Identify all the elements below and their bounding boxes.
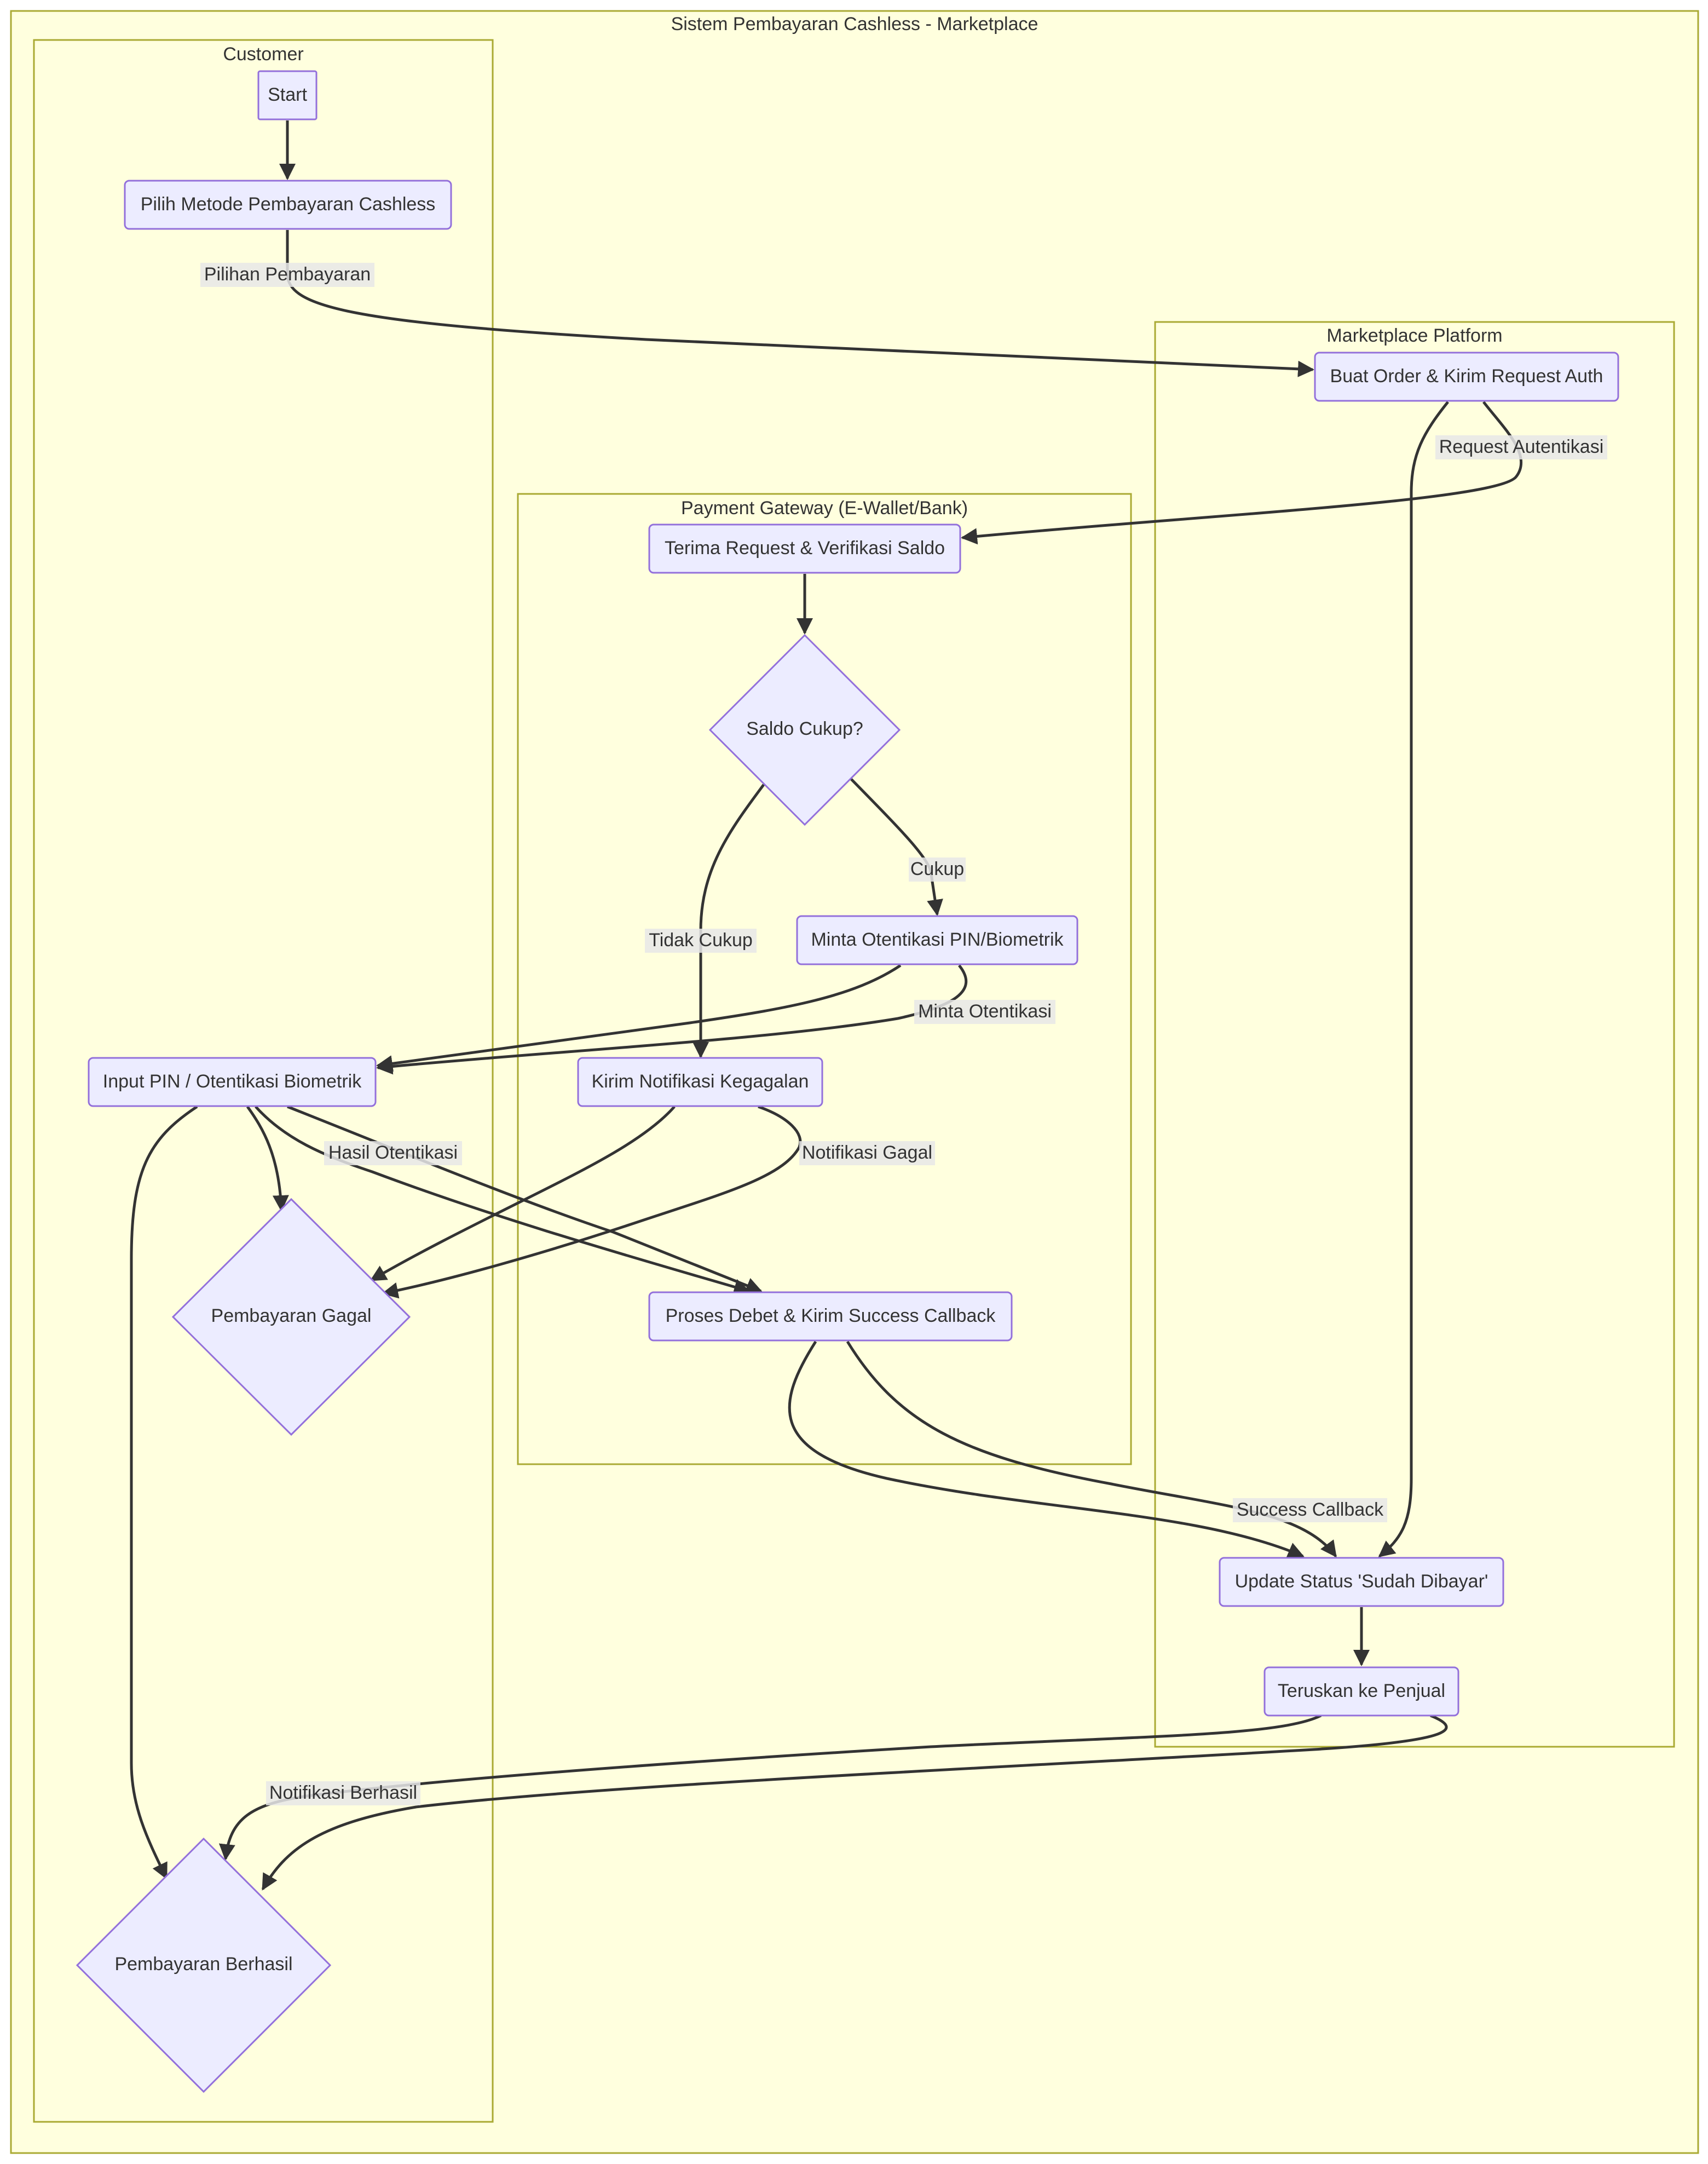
svg-text:Pilihan Pembayaran: Pilihan Pembayaran (204, 264, 371, 285)
svg-text:Terima Request & Verifikasi Sa: Terima Request & Verifikasi Saldo (665, 538, 945, 559)
svg-text:Tidak Cukup: Tidak Cukup (649, 930, 753, 951)
svg-text:Proses Debet & Kirim Success C: Proses Debet & Kirim Success Callback (666, 1305, 996, 1326)
svg-text:Request Autentikasi: Request Autentikasi (1439, 436, 1604, 457)
svg-text:Pembayaran Gagal: Pembayaran Gagal (211, 1305, 372, 1326)
edge-label-success: Success Callback (1233, 1498, 1387, 1522)
node-pilih-metode: Pilih Metode Pembayaran Cashless (124, 180, 452, 230)
edge-kirimnotif-gagal-labeled (382, 1105, 802, 1299)
svg-text:Cukup: Cukup (910, 859, 964, 879)
node-input-pin: Input PIN / Otentikasi Biometrik (88, 1057, 377, 1107)
edge-buatorder-update (1378, 401, 1449, 1557)
node-minta-otentikasi: Minta Otentikasi PIN/Biometrik (796, 915, 1078, 965)
svg-text:Start: Start (268, 84, 307, 105)
svg-text:Hasil Otentikasi: Hasil Otentikasi (328, 1142, 458, 1163)
edge-saldo-kirimnotif (693, 784, 765, 1058)
svg-text:Minta Otentikasi: Minta Otentikasi (918, 1001, 1052, 1022)
edge-label-pilihan: Pilihan Pembayaran (200, 263, 374, 287)
node-pembayaran-berhasil: Pembayaran Berhasil (76, 1837, 332, 2093)
edge-label-request: Request Autentikasi (1435, 435, 1607, 459)
node-kirim-notifikasi: Kirim Notifikasi Kegagalan (577, 1057, 823, 1107)
node-buat-order: Buat Order & Kirim Request Auth (1314, 352, 1619, 402)
edge-label-notif-gagal: Notifikasi Gagal (799, 1141, 935, 1165)
edge-label-minta-otentikasi: Minta Otentikasi (914, 1000, 1055, 1024)
svg-text:Notifikasi Berhasil: Notifikasi Berhasil (269, 1782, 417, 1803)
svg-text:Kirim Notifikasi Kegagalan: Kirim Notifikasi Kegagalan (592, 1071, 809, 1092)
edge-input-gagal (246, 1106, 289, 1212)
svg-text:Notifikasi Gagal: Notifikasi Gagal (802, 1142, 932, 1163)
diagram-title: Sistem Pembayaran Cashless - Marketplace (671, 14, 1038, 34)
cluster-gateway-title: Payment Gateway (E-Wallet/Bank) (681, 498, 968, 519)
svg-text:Success Callback: Success Callback (1237, 1499, 1384, 1520)
node-saldo-cukup: Saldo Cukup? (708, 634, 901, 826)
svg-text:Saldo Cukup?: Saldo Cukup? (746, 718, 863, 739)
node-teruskan-penjual: Teruskan ke Penjual (1263, 1666, 1459, 1717)
edge-input-berhasil (130, 1105, 198, 1880)
cluster-marketplace-title: Marketplace Platform (1326, 325, 1502, 346)
node-start: Start (257, 70, 318, 120)
edge-label-notif-berhasil: Notifikasi Berhasil (266, 1781, 420, 1805)
svg-text:Teruskan ke Penjual: Teruskan ke Penjual (1278, 1680, 1445, 1701)
edge-input-proses-a (255, 1106, 751, 1295)
node-terima-request: Terima Request & Verifikasi Saldo (648, 523, 961, 574)
nodes: Start Pilih Metode Pembayaran Cashless B… (76, 70, 1619, 2093)
edge-proses-update-a (788, 1340, 1305, 1558)
edge-labels: Pilihan Pembayaran Request Autentikasi C… (200, 263, 1607, 1805)
svg-text:Buat Order & Kirim Request Aut: Buat Order & Kirim Request Auth (1330, 366, 1603, 387)
node-pembayaran-gagal: Pembayaran Gagal (171, 1198, 411, 1436)
edge-teruskan-berhasil-direct (261, 1714, 1448, 1891)
svg-text:Minta Otentikasi PIN/Biometrik: Minta Otentikasi PIN/Biometrik (811, 929, 1064, 950)
edge-kirimnotif-gagal (370, 1106, 676, 1282)
edge-label-hasil: Hasil Otentikasi (324, 1141, 462, 1165)
node-proses-debet: Proses Debet & Kirim Success Callback (648, 1291, 1013, 1342)
edge-input-proses-b (287, 1105, 763, 1293)
edge-label-tidak-cukup: Tidak Cukup (645, 929, 757, 953)
edge-minta-input-direct (376, 964, 902, 1072)
svg-text:Update Status 'Sudah Dibayar': Update Status 'Sudah Dibayar' (1235, 1571, 1488, 1592)
cluster-customer-title: Customer (223, 44, 303, 65)
svg-text:Pilih Metode Pembayaran Cashle: Pilih Metode Pembayaran Cashless (141, 194, 436, 215)
edge-label-cukup: Cukup (909, 857, 966, 882)
svg-text:Input PIN / Otentikasi Biometr: Input PIN / Otentikasi Biometrik (103, 1071, 362, 1092)
node-update-status: Update Status 'Sudah Dibayar' (1219, 1557, 1504, 1607)
edge-minta-input-labeled (376, 964, 968, 1075)
svg-text:Pembayaran Berhasil: Pembayaran Berhasil (114, 1954, 292, 1975)
